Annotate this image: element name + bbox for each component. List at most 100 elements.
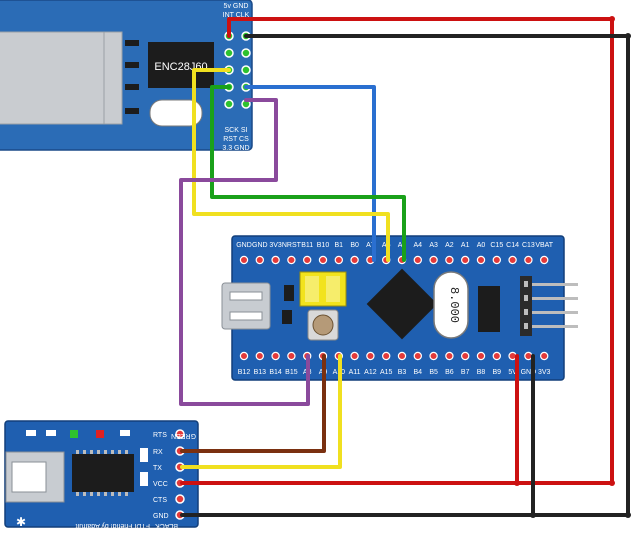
stm32-top-pin-pad-gnd bbox=[239, 255, 249, 265]
stm32-top-pin-label-a4: A4 bbox=[414, 242, 423, 249]
stm32-top-pin-label-b1: B1 bbox=[335, 242, 344, 249]
stm32-bottom-pin-pad-b13 bbox=[255, 351, 264, 361]
stm32-top-pin-pad-b0 bbox=[350, 255, 359, 265]
stm32-bottom-pin-pad-b5 bbox=[429, 351, 438, 361]
stm32-top-pin-pad-a0 bbox=[476, 255, 486, 265]
enc-transformer-edge bbox=[103, 31, 123, 125]
ftdi-corner-label: GREEN bbox=[171, 432, 196, 439]
stm32-top-pin-label-c13: C13 bbox=[522, 242, 535, 249]
stm32-top-pin-pad-vbat bbox=[540, 255, 549, 265]
stm32-top-pin-label-a7: A7 bbox=[366, 242, 375, 249]
stm32-top-pin-pad-gnd bbox=[255, 255, 264, 265]
stm32-bottom-pin-label-b7: B7 bbox=[461, 369, 470, 376]
regulator-chip bbox=[478, 286, 500, 332]
stm32-top-pin-pad-a1 bbox=[461, 255, 470, 265]
stm32-bottom-pin-label-b14: B14 bbox=[269, 369, 282, 376]
usb-connector bbox=[221, 282, 271, 330]
stm32-top-pin-pad-a3 bbox=[429, 255, 438, 265]
swd-header bbox=[520, 276, 578, 336]
stm32-bottom-pin-pad-b9 bbox=[492, 351, 501, 361]
stm32-top-pin-label-b0: B0 bbox=[350, 242, 359, 249]
stm32-bottom-pin-pad-gnd bbox=[524, 351, 533, 361]
stm32-bottom-pin-pad-b12 bbox=[239, 351, 249, 361]
stm32-bottom-pin-label-b9: B9 bbox=[493, 369, 502, 376]
stm32-bottom-pin-pad-a12 bbox=[366, 351, 375, 361]
stm32-bottom-pin-pad-a11 bbox=[350, 351, 359, 361]
stm32-bottom-pin-pad-b7 bbox=[461, 351, 470, 361]
ftdi-pin-cts: CTS bbox=[153, 497, 167, 504]
enc-bottom-label-3: 3.3 GND bbox=[222, 145, 249, 152]
stm32-top-pin-pad-b1 bbox=[334, 255, 343, 265]
stm32-top-pin-label-a0: A0 bbox=[477, 242, 486, 249]
stm32-top-pin-label-c15: C15 bbox=[490, 242, 503, 249]
enc-bottom-label-1: SCK SI bbox=[225, 127, 248, 134]
enc-oscillator bbox=[149, 99, 203, 127]
ftdi-brand-label: FTDI Friend! by Adafruit bbox=[76, 522, 150, 529]
stm32-bottom-pin-pad-3v3 bbox=[540, 351, 549, 361]
stm32-top-pin-label-nrst: NRST bbox=[282, 242, 302, 249]
stm32-bottom-pin-label-b4: B4 bbox=[414, 369, 423, 376]
stm32-bottom-pin-label-b12: B12 bbox=[238, 369, 251, 376]
enc-bottom-label-2: RST CS bbox=[223, 136, 249, 143]
stm32-top-pin-pad-c14 bbox=[508, 255, 517, 265]
stm32-bottom-pin-pad-b15 bbox=[287, 351, 296, 361]
stm32-top-pin-pad-nrst bbox=[287, 255, 296, 265]
stm32-bottom-pin-label-b8: B8 bbox=[477, 369, 486, 376]
stm32-bottom-pin-label-3v3: 3V3 bbox=[538, 369, 551, 376]
stm32-bottom-pin-pad-b14 bbox=[271, 351, 280, 361]
stm32-bottom-pin-label-a11: A11 bbox=[349, 369, 361, 376]
ftdi-black-label: BLACK bbox=[155, 522, 178, 529]
stm32-top-pin-pad-a2 bbox=[445, 255, 454, 265]
stm32-top-pin-pad-c15 bbox=[492, 255, 501, 265]
ftdi-pin-vcc: VCC bbox=[153, 481, 168, 488]
boot-jumpers bbox=[299, 271, 347, 307]
stm32-bottom-pin-label-b6: B6 bbox=[445, 369, 454, 376]
stm32-top-pin-pad-3v3 bbox=[271, 255, 280, 265]
ftdi-pin-tx: TX bbox=[153, 465, 162, 472]
stm32-top-pin-label-b10: B10 bbox=[317, 242, 330, 249]
wire-blue-sck bbox=[244, 85, 376, 262]
stm32-bottom-pin-label-gnd: GND bbox=[521, 369, 537, 376]
stm32-bottom-pin-label-b13: B13 bbox=[254, 369, 267, 376]
enc-top-label-2: INT CLK bbox=[223, 12, 250, 19]
crystal bbox=[433, 271, 469, 339]
stm32-bottom-pin-label-5v: 5V bbox=[508, 369, 517, 376]
stm32-top-pin-label-a2: A2 bbox=[445, 242, 454, 249]
stm32-top-pin-label-vbat: VBAT bbox=[535, 242, 553, 249]
ftdi-pin-rts: RTS bbox=[153, 432, 167, 439]
stm32-top-pin-label-gnd: GND bbox=[252, 242, 268, 249]
stm32-bottom-pin-label-a15: A15 bbox=[380, 369, 393, 376]
stm32-top-pin-pad-b10 bbox=[318, 255, 328, 265]
stm32-bottom-pin-pad-b8 bbox=[476, 351, 486, 361]
enc-transformer bbox=[0, 31, 119, 125]
enc28j60-module: ENC28J60 5v GND INT CLK SCK SI RST CS 3.… bbox=[0, 0, 253, 152]
stm32-bottom-pin-pad-b4 bbox=[413, 351, 422, 361]
ftdi-chip bbox=[72, 454, 134, 492]
reset-button bbox=[312, 314, 334, 336]
stm32-top-pin-pad-c13 bbox=[524, 255, 533, 265]
wire-brown-ftdi-rx bbox=[180, 354, 326, 453]
wire-black-ground bbox=[180, 34, 630, 517]
stm32-bottom-pin-label-a12: A12 bbox=[364, 369, 377, 376]
enc-chip bbox=[148, 42, 214, 88]
adafruit-star-icon: ✱ bbox=[16, 515, 26, 529]
stm32-bottom-pin-label-b15: B15 bbox=[285, 369, 298, 376]
stm32-top-pin-label-b11: B11 bbox=[301, 242, 313, 249]
wire-yellow-ftdi-tx bbox=[180, 354, 342, 469]
stm32-top-pin-label-gnd: GND bbox=[236, 242, 252, 249]
wires bbox=[179, 16, 631, 518]
crystal-label: 8.000 bbox=[447, 287, 461, 323]
stm32-top-pin-label-3v3: 3V3 bbox=[269, 242, 282, 249]
stm32-top-pin-label-c14: C14 bbox=[506, 242, 519, 249]
enc-top-label-1: 5v GND bbox=[224, 3, 249, 10]
stm32-top-pin-label-a3: A3 bbox=[429, 242, 438, 249]
ftdi-pin-rx: RX bbox=[153, 449, 163, 456]
wire-yellow-enc bbox=[192, 68, 390, 262]
stm32-bottom-pin-pad-b6 bbox=[445, 351, 454, 361]
wire-green-miso bbox=[210, 85, 406, 262]
stm32-top-pin-pad-a4 bbox=[413, 255, 422, 265]
stm32-bottom-pin-pad-b3 bbox=[397, 351, 407, 361]
ftdi-pin-gnd: GND bbox=[153, 513, 169, 520]
